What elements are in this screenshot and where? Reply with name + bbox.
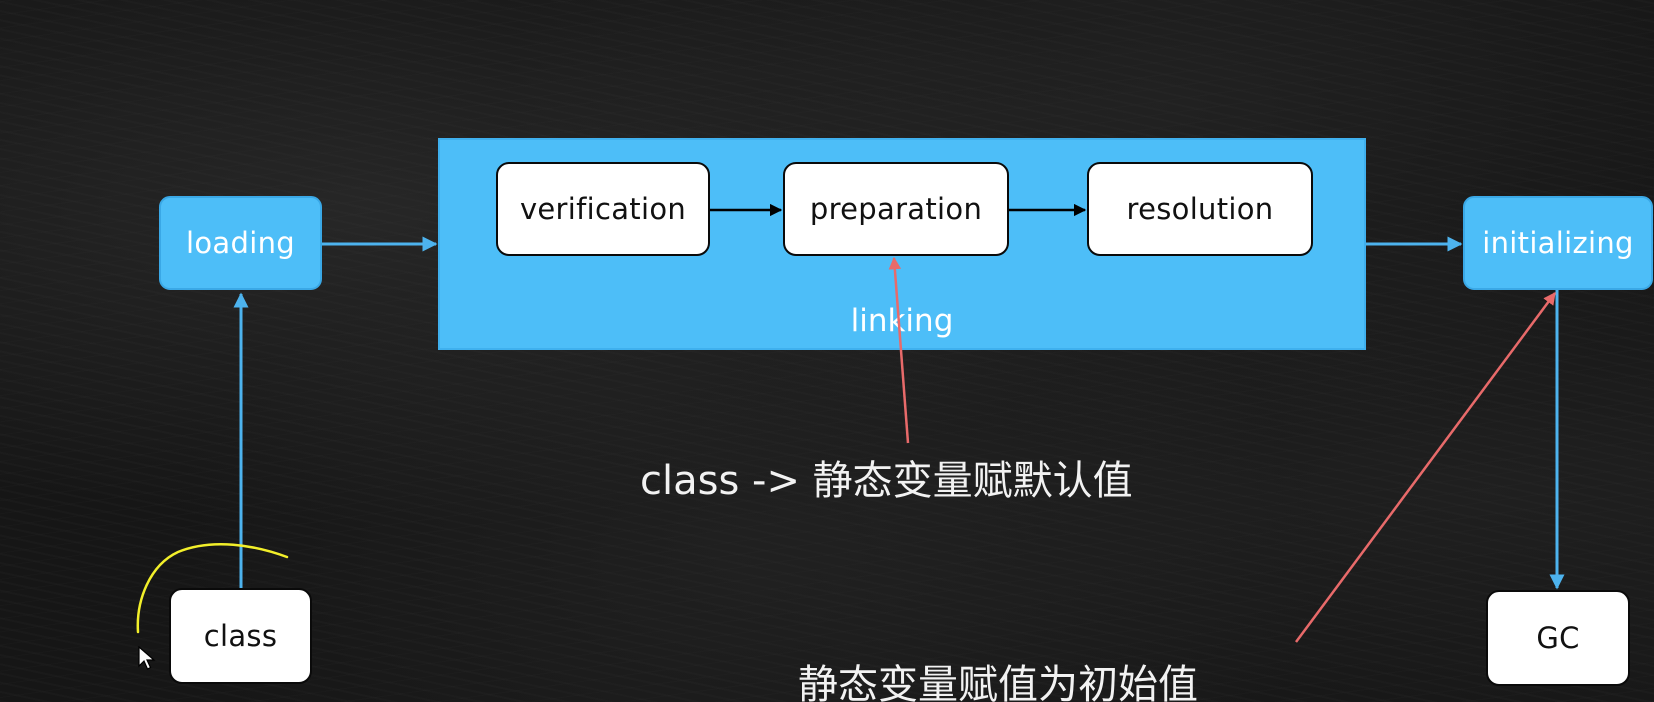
annotation-pointer-initializing	[1294, 291, 1557, 643]
resolution-node: resolution	[1087, 162, 1313, 256]
loading-label: loading	[186, 226, 295, 260]
mouse-cursor-icon	[138, 646, 156, 670]
gc-label: GC	[1536, 621, 1580, 655]
loading-node: loading	[159, 196, 322, 290]
preparation-annotation: class -> 静态变量赋默认值	[640, 458, 1133, 504]
initializing-node: initializing	[1463, 196, 1653, 290]
linking-label: linking	[850, 303, 954, 339]
verification-label: verification	[519, 192, 687, 226]
class-label: class	[203, 619, 278, 653]
class-node: class	[169, 588, 312, 684]
highlight-stroke	[136, 543, 289, 634]
verification-node: verification	[496, 162, 710, 256]
preparation-label: preparation	[809, 192, 983, 226]
preparation-node: preparation	[783, 162, 1009, 256]
annotation-pointer-preparation	[888, 256, 910, 444]
initializing-annotation: 静态变量赋值为初始值	[798, 662, 1198, 702]
initializing-label: initializing	[1482, 226, 1634, 260]
gc-node: GC	[1486, 590, 1630, 686]
resolution-label: resolution	[1126, 192, 1274, 226]
